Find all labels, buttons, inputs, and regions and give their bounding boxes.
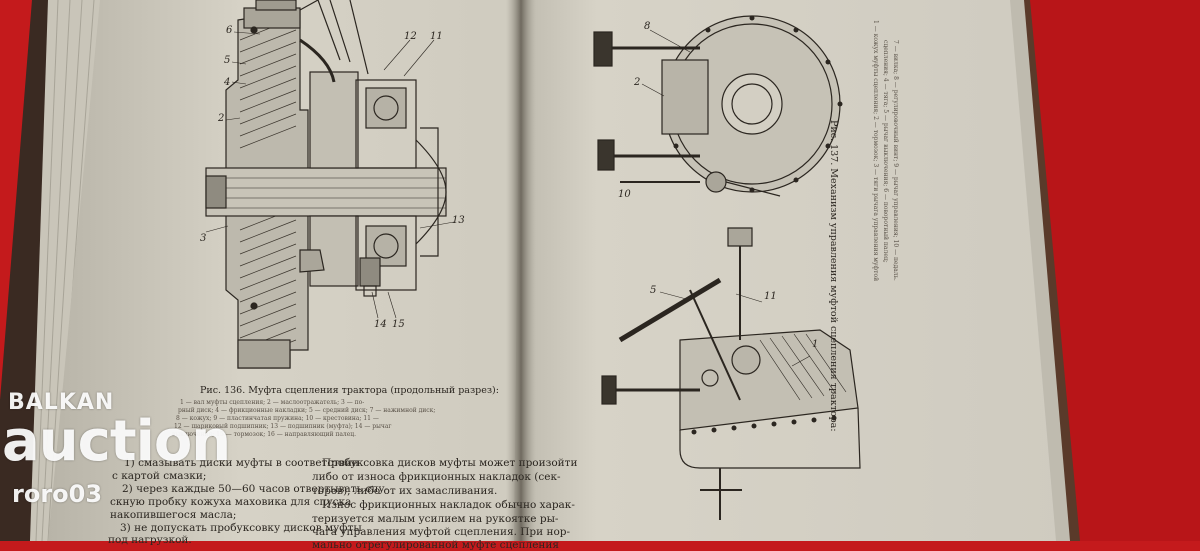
figure-caption-vertical: Рис. 137. Механизм управления муфтой сце… [828, 120, 839, 432]
fig-number: 8 [644, 21, 651, 32]
fig-number: 11 [430, 31, 443, 42]
figure-legend-vertical: 7 — вилка; 8 — регулировочный винт; 9 — … [892, 40, 899, 281]
gutter-shadow [506, 0, 536, 541]
body-text-line: Пробуксовка дисков муфты может произойти [322, 457, 578, 469]
leader-lines-right [641, 29, 811, 367]
fig-number: 4 [224, 77, 231, 88]
body-text-line: мально отрегулированной муфте сцепления [312, 539, 560, 551]
figure-legend-line: 1 — вал муфты сцепления; 2 — маслоотража… [180, 399, 365, 406]
watermark-brand-large: auction [2, 409, 231, 474]
body-text-line: торов), либо от их замасливания. [312, 485, 498, 497]
body-text-line: теризуется малым усилием на рукоятке ры- [312, 513, 559, 525]
fig-number: 15 [392, 319, 405, 330]
fig-number: 3 [200, 233, 207, 244]
figure-caption: Рис. 136. Муфта сцепления трактора (прод… [200, 385, 499, 396]
figure-legend-vertical: 1 — кожух муфты сцепления; 2 — тормозок;… [872, 20, 879, 282]
body-text-line: либо от износа фрикционных накладок (сек… [312, 471, 561, 483]
fig-number: 13 [452, 215, 465, 226]
figure-legend-line: выключения; 15 — тормозок; 16 — направля… [172, 431, 357, 438]
watermark-seller: roro03 [12, 480, 103, 508]
fig-number: 14 [374, 319, 387, 330]
clutch-section-drawing [205, 0, 447, 369]
fig-number: 1 [812, 339, 819, 350]
body-text-line: с картой смазки; [112, 470, 207, 482]
figure-legend-line: 12 — шариковый подшипник; 13 — подшипник… [174, 423, 392, 430]
right-page [514, 0, 1068, 541]
fig-number: 5 [224, 55, 231, 66]
body-text-line: Износ фрикционных накладок обычно харак- [322, 499, 575, 511]
leader-lines-left [205, 31, 455, 319]
fig-number: 2 [218, 113, 225, 124]
fig-number: 11 [764, 291, 777, 302]
figure-legend-line: рный диск; 4 — фрикционные накладки; 5 —… [178, 407, 436, 414]
body-text-line: скную пробку кожуха маховика для спуска [110, 496, 352, 508]
fig-number: 6 [226, 25, 233, 36]
body-text-line: чага управления муфтой сцепления. При но… [312, 526, 571, 538]
watermark-brand: BALKAN [8, 390, 115, 415]
figure-legend-vertical: сцепления; 4 — тяга; 5 — рычаг выключени… [882, 40, 889, 263]
body-text-line: 3) не допускать пробуксовку дисков муфты [120, 522, 362, 534]
body-text-line: накопившегося масла; [110, 509, 237, 521]
page-stack-right [1010, 0, 1070, 541]
fig-number: 5 [650, 285, 657, 296]
body-text-line: под нагрузкой. [108, 534, 192, 546]
figure-legend-line: 8 — кожух; 9 — пластинчатая пружина; 10 … [176, 415, 379, 422]
fig-number: 12 [404, 31, 417, 42]
control-mechanism-drawing [593, 15, 861, 520]
fig-number: 10 [618, 189, 631, 200]
fig-number: 2 [634, 77, 641, 88]
body-text-line: 2) через каждые 50—60 часов отвертывать … [122, 483, 389, 495]
body-text-line: 1) смазывать диски муфты в соответствии [124, 457, 359, 469]
